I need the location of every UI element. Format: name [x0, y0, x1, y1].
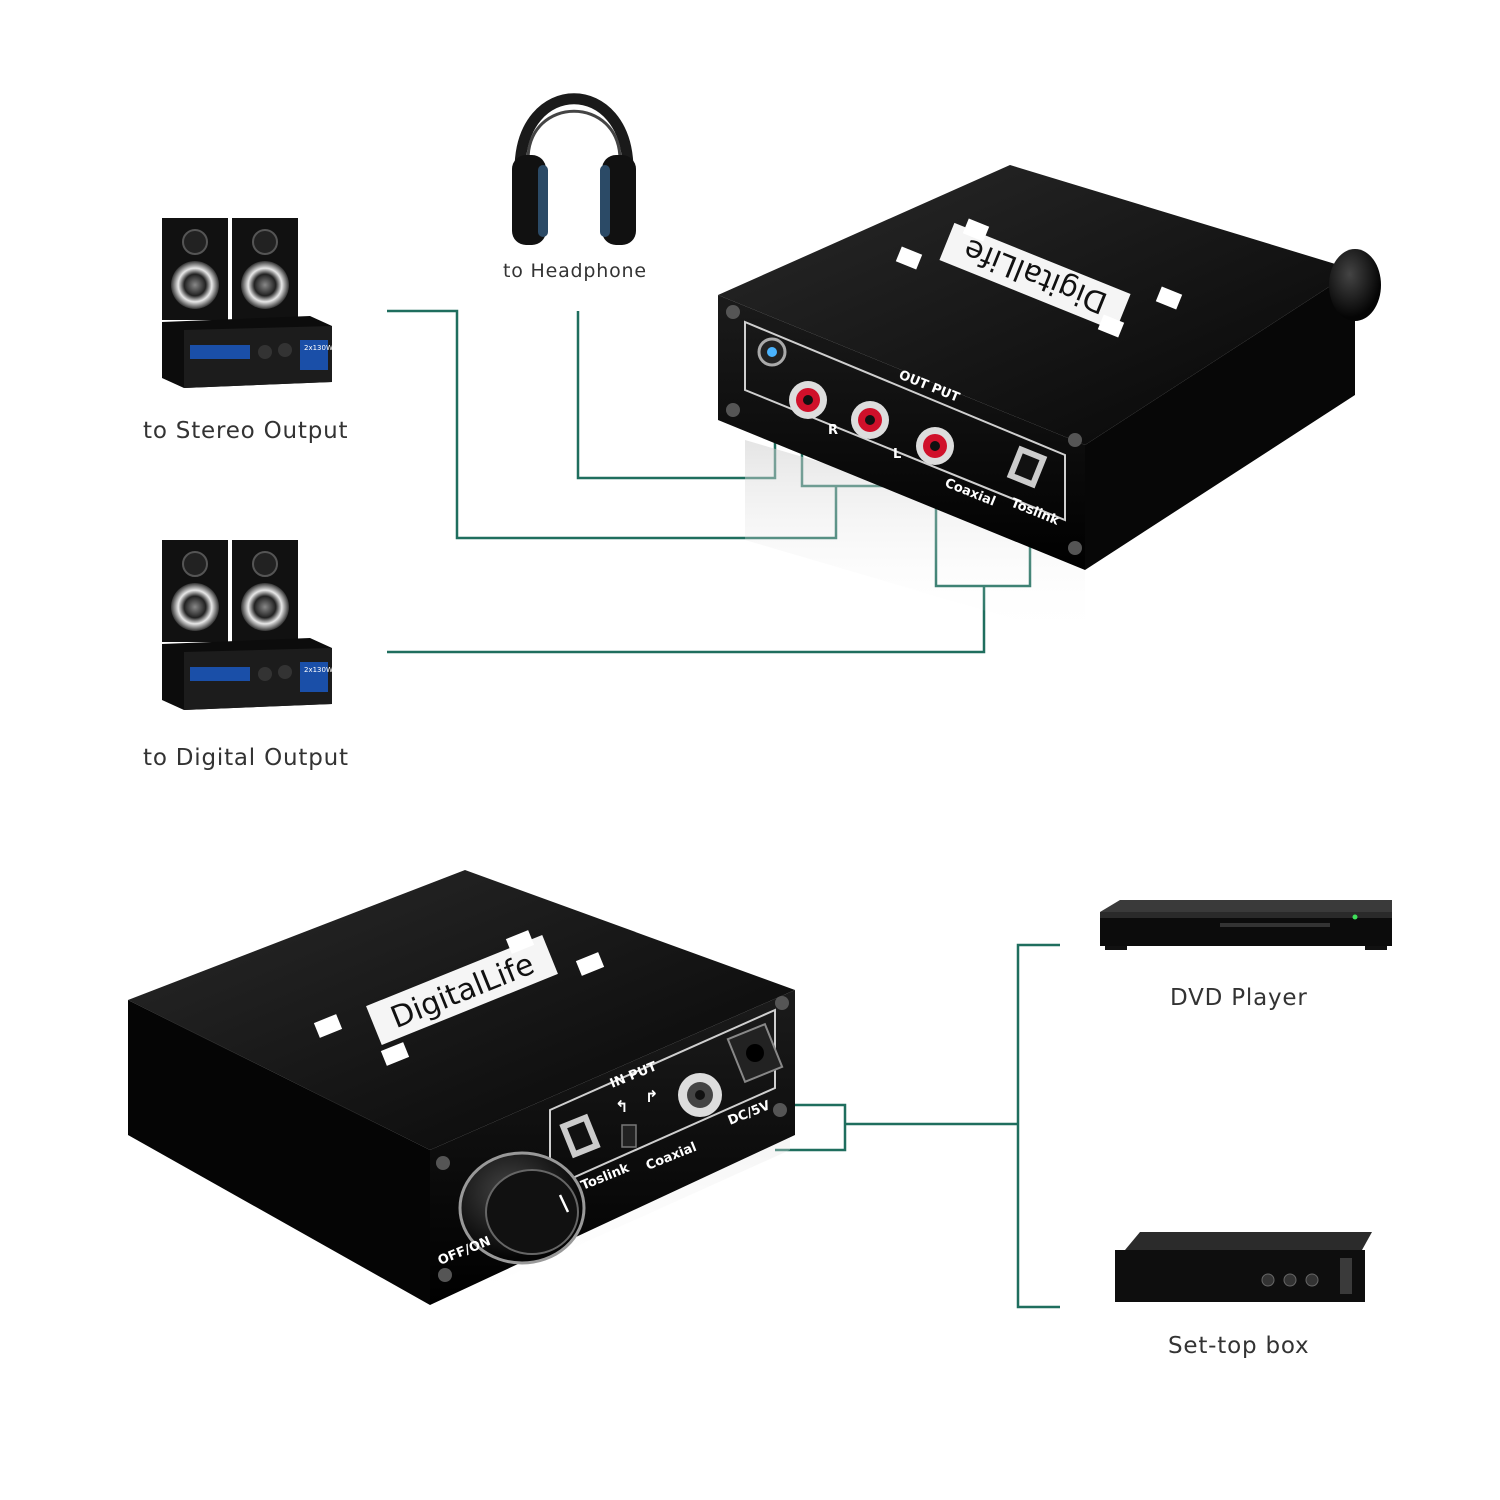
digital-output-caption: to Digital Output: [143, 745, 349, 771]
volume-knob-top: [1329, 249, 1381, 321]
headphones-icon: [512, 93, 636, 245]
amp-display-top: 2x130W: [304, 344, 333, 352]
headphone-caption: to Headphone: [503, 260, 647, 282]
switch-right-arrow-icon: ↱: [645, 1087, 658, 1106]
set-top-box-caption: Set-top box: [1168, 1333, 1310, 1359]
rca-right-label: R: [828, 423, 838, 438]
switch-left-arrow-icon: ↰: [615, 1097, 628, 1116]
stereo-output-caption: to Stereo Output: [143, 418, 349, 444]
digital-connector-line: [387, 586, 986, 654]
dvd-player-icon: [1100, 900, 1392, 950]
rca-left-label: L: [893, 447, 901, 462]
dvd-player-caption: DVD Player: [1170, 985, 1308, 1011]
source-bracket: [1016, 943, 1060, 1309]
digital-stereo-system-icon: 2x130W: [162, 540, 333, 710]
device-reflection: [745, 440, 1085, 640]
converter-input-device: DigitalLife IN PUT Toslink ↰ ↱ Coaxial D…: [128, 870, 795, 1310]
stereo-system-icon: 2x130W: [162, 218, 333, 388]
set-top-box-icon: [1115, 1232, 1372, 1302]
input-select-switch: [621, 1124, 637, 1148]
converter-output-device: DigitalLife OUT PUT R L Coa: [718, 165, 1381, 640]
input-connector-line: [775, 1103, 847, 1152]
amp-display-bottom: 2x130W: [304, 666, 333, 674]
